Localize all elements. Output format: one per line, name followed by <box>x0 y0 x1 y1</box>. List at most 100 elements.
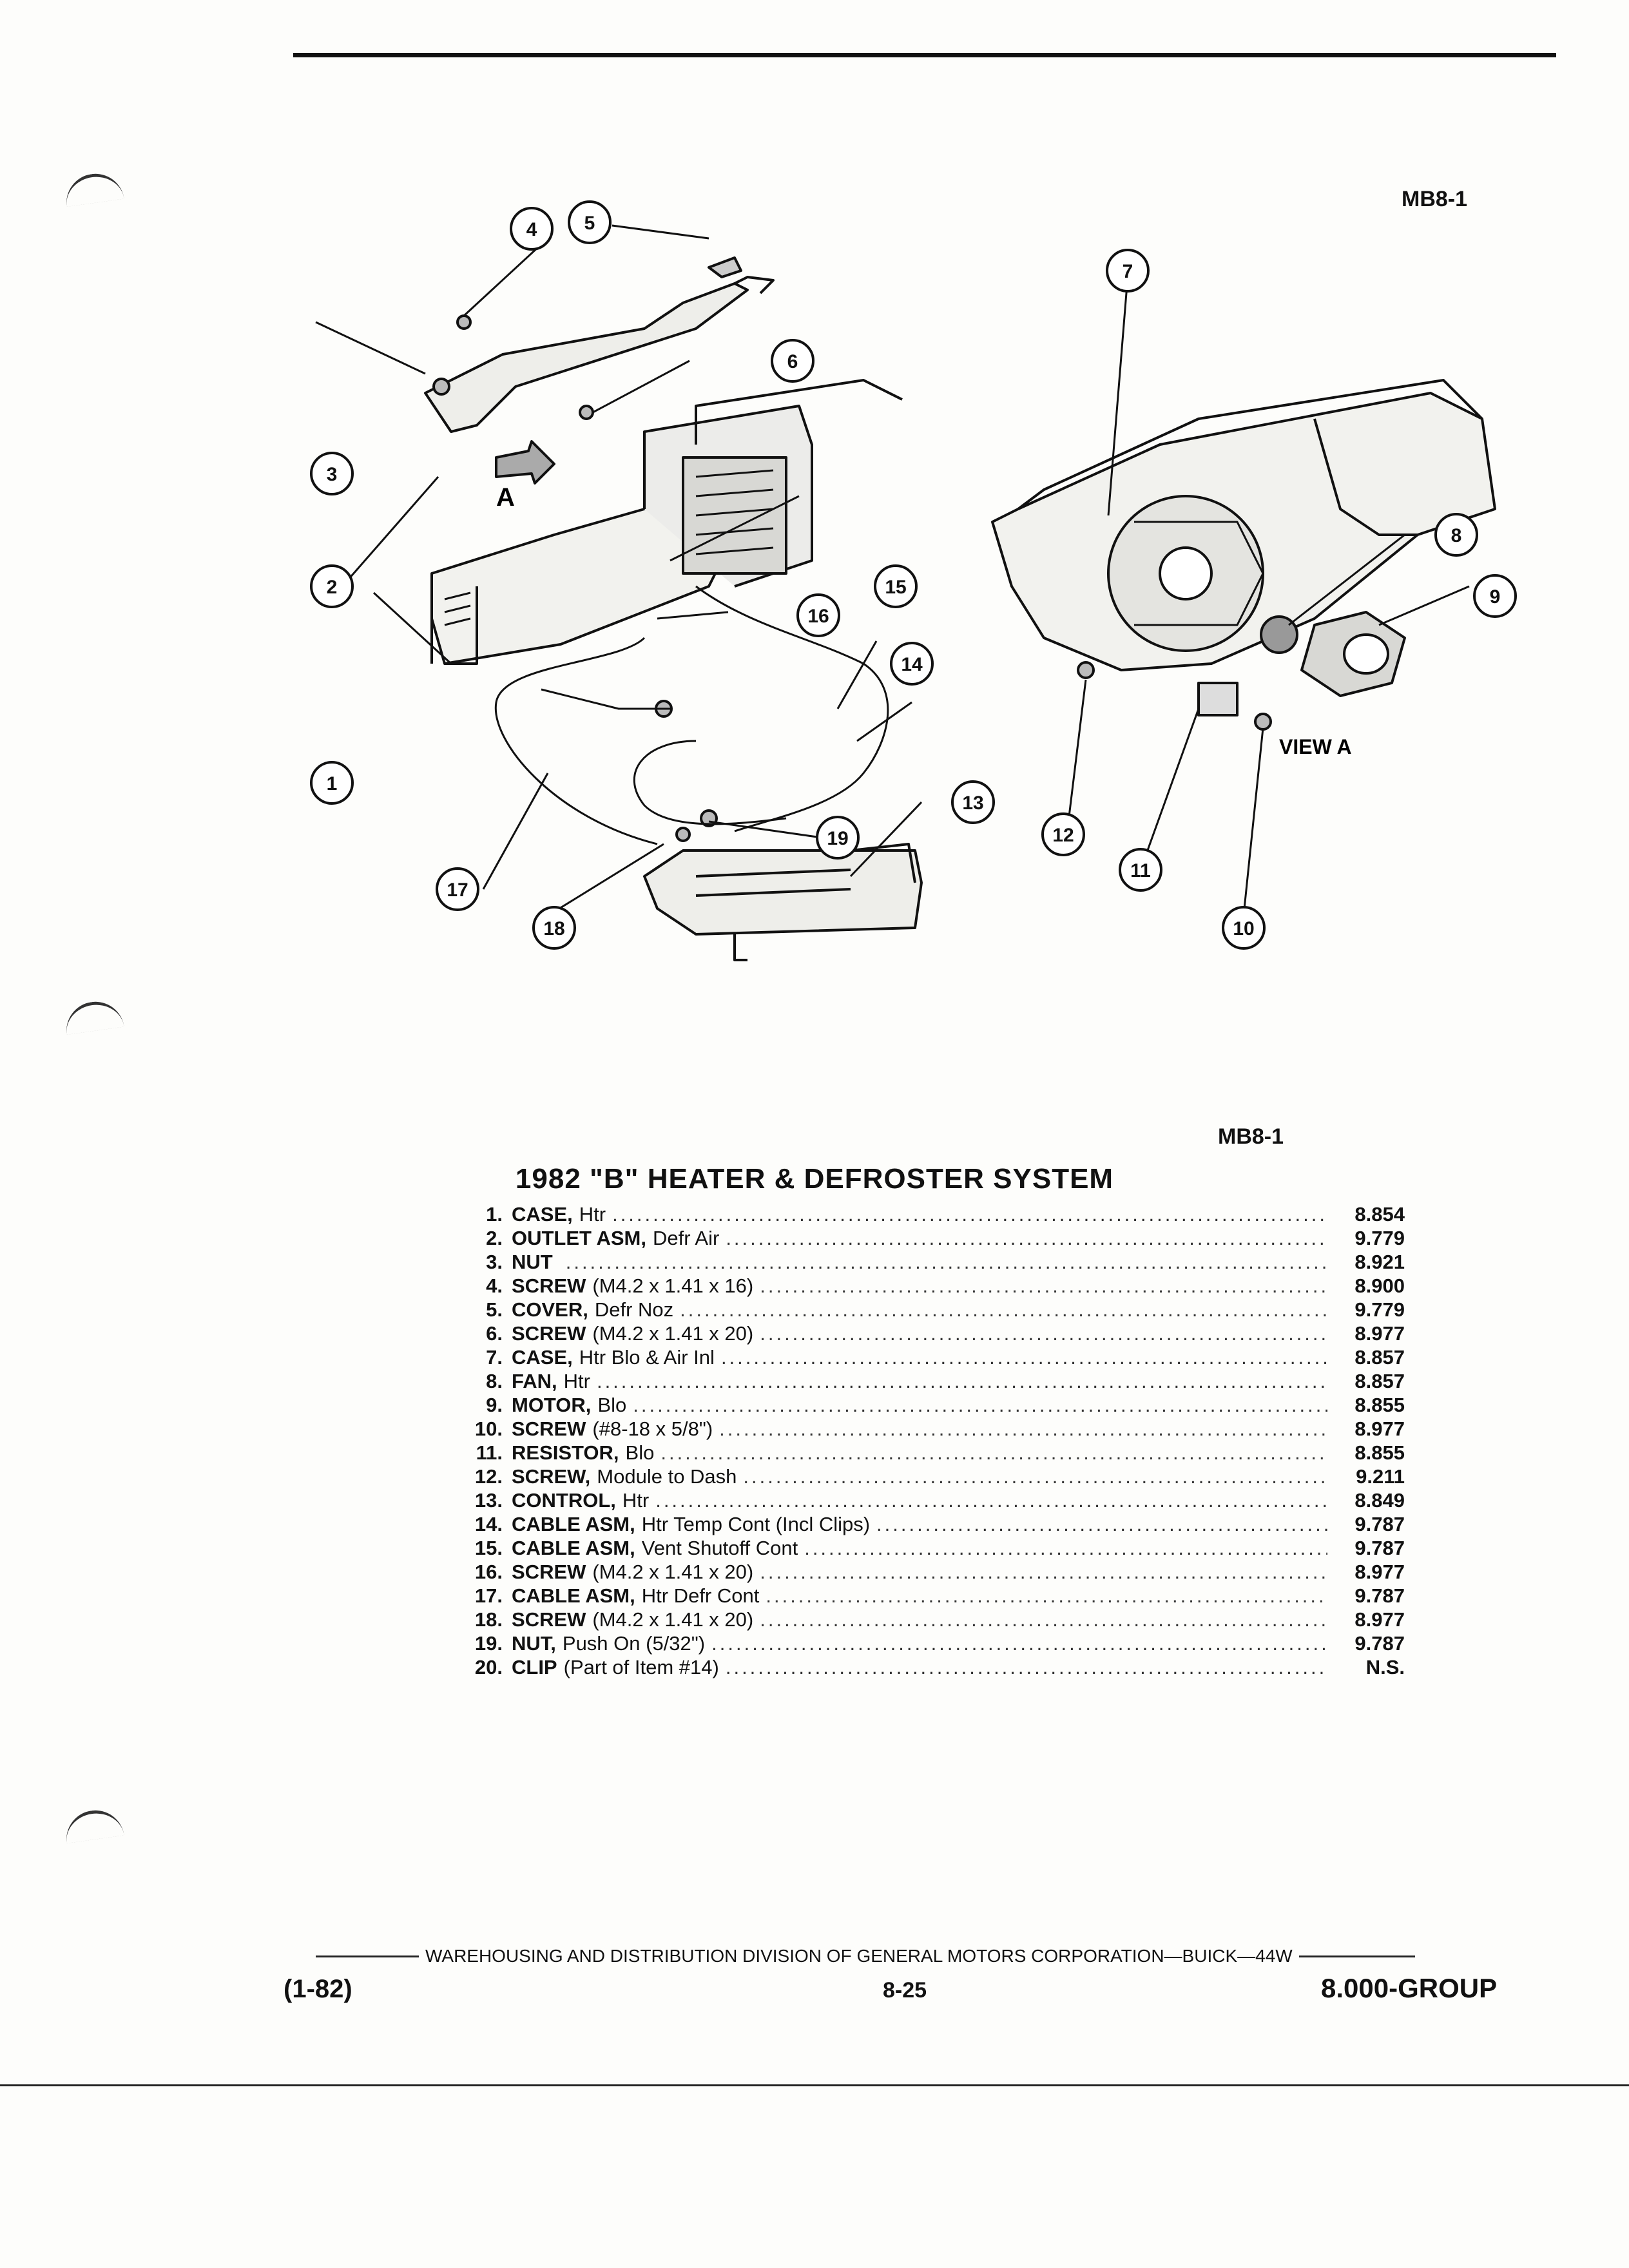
part-name: MOTOR, <box>512 1394 592 1416</box>
part-description: (#8-18 x 5/8") <box>592 1418 713 1440</box>
footer-line: WAREHOUSING AND DISTRIBUTION DIVISION OF… <box>316 1946 1527 1966</box>
part-name: COVER, <box>512 1298 588 1321</box>
exploded-diagram: 1 2 3 4 5 6 7 8 9 10 11 12 13 14 15 16 1… <box>310 200 1517 961</box>
part-name: SCREW <box>512 1608 586 1631</box>
part-name: NUT, <box>512 1632 556 1655</box>
part-number: 9. <box>486 1394 503 1416</box>
parts-row: 3.NUT8.921 <box>438 1251 1405 1274</box>
blower-resistor-drawing <box>1197 682 1239 716</box>
part-description: Htr Temp Cont (Incl Clips) <box>641 1513 871 1535</box>
part-number: 19. <box>474 1632 503 1655</box>
callout-19: 19 <box>827 828 848 849</box>
part-name: OUTLET ASM, <box>512 1227 646 1249</box>
part-code: 9.787 <box>1354 1513 1405 1535</box>
part-number: 18. <box>474 1608 503 1631</box>
part-code: 8.977 <box>1354 1322 1405 1345</box>
part-number: 15. <box>474 1537 503 1559</box>
parts-row: 16.SCREW(M4.2 x 1.41 x 20)8.977 <box>438 1561 1405 1584</box>
part-number: 14. <box>474 1513 503 1535</box>
parts-row: 11.RESISTOR,Blo8.855 <box>438 1441 1405 1465</box>
leader-dots <box>766 1584 1327 1608</box>
parts-row: 10.SCREW(#8-18 x 5/8")8.977 <box>438 1418 1405 1441</box>
control-cable-drawing <box>695 585 889 832</box>
part-name: CONTROL, <box>512 1489 616 1512</box>
leader-dots <box>760 1274 1327 1298</box>
part-name: CASE, <box>512 1203 573 1225</box>
leader-dots <box>660 1441 1327 1465</box>
part-code: 9.787 <box>1354 1584 1405 1607</box>
part-code: 8.855 <box>1354 1394 1405 1416</box>
part-name: SCREW, <box>512 1465 591 1488</box>
part-code: 9.787 <box>1354 1632 1405 1655</box>
part-code: 8.977 <box>1354 1561 1405 1583</box>
parts-row: 1. CASE, Htr 8.854 <box>438 1203 1405 1227</box>
part-number: 1. <box>486 1203 503 1225</box>
callout-13: 13 <box>962 793 983 814</box>
parts-row: 9.MOTOR,Blo8.855 <box>438 1394 1405 1418</box>
callout-1: 1 <box>327 773 338 794</box>
part-name: FAN, <box>512 1370 557 1392</box>
leader-dots <box>760 1322 1327 1345</box>
diagram-code-top: MB8-1 <box>1402 187 1468 211</box>
parts-row: 13. CONTROL, Htr 8.849 <box>438 1489 1405 1513</box>
part-number: 3. <box>486 1251 503 1273</box>
part-description: Htr <box>579 1203 606 1225</box>
part-code: 9.211 <box>1356 1465 1405 1488</box>
callout-8: 8 <box>1451 525 1462 546</box>
callout-4: 4 <box>526 219 537 240</box>
part-number: 13. <box>474 1489 503 1512</box>
part-code: 8.857 <box>1354 1346 1405 1369</box>
callout-10: 10 <box>1233 918 1254 939</box>
leader-dots <box>612 1203 1327 1226</box>
part-description: (Part of Item #14) <box>563 1656 719 1678</box>
part-number: 8. <box>486 1370 503 1392</box>
part-name: CASE, <box>512 1346 573 1369</box>
control-cable-drawing <box>494 637 658 845</box>
leader-dots <box>876 1513 1327 1536</box>
part-name: CABLE ASM, <box>512 1537 635 1559</box>
punch-hole-mark <box>63 1806 124 1844</box>
punch-hole-mark <box>63 997 124 1035</box>
part-code: 8.977 <box>1354 1608 1405 1631</box>
callout-18: 18 <box>543 918 564 939</box>
part-description: Htr Blo & Air Inl <box>579 1346 715 1369</box>
page-title: 1982 "B" HEATER & DEFROSTER SYSTEM <box>515 1163 1114 1195</box>
part-description: Htr <box>622 1489 650 1512</box>
bottom-rule <box>0 2084 1629 2086</box>
leader-dots <box>743 1465 1327 1488</box>
leader-dots <box>721 1346 1327 1369</box>
top-rule <box>293 53 1556 57</box>
leader-dots <box>726 1656 1327 1679</box>
part-name: CABLE ASM, <box>512 1584 635 1607</box>
part-code: 8.900 <box>1354 1274 1405 1297</box>
part-number: 7. <box>486 1346 503 1369</box>
parts-row: 17.CABLE ASM,Htr Defr Cont9.787 <box>438 1584 1405 1608</box>
punch-hole-mark <box>63 169 124 207</box>
parts-row: 7. CASE, Htr Blo & Air Inl 8.857 <box>438 1346 1405 1370</box>
part-name: RESISTOR, <box>512 1441 619 1464</box>
parts-row: 8.FAN,Htr8.857 <box>438 1370 1405 1394</box>
part-code: 9.779 <box>1354 1227 1405 1249</box>
parts-row: 6.SCREW(M4.2 x 1.41 x 20)8.977 <box>438 1322 1405 1346</box>
footer-dash <box>316 1955 419 1957</box>
part-description: Htr <box>563 1370 590 1392</box>
part-code: 8.849 <box>1354 1489 1405 1512</box>
diagram-code-mid: MB8-1 <box>1218 1124 1284 1149</box>
part-number: 11. <box>476 1441 503 1464</box>
parts-row: 2.OUTLET ASM,Defr Air9.779 <box>438 1227 1405 1251</box>
view-a-label: VIEW A <box>1279 735 1352 758</box>
parts-row: 18.SCREW(M4.2 x 1.41 x 20)8.977 <box>438 1608 1405 1632</box>
part-description: Module to Dash <box>597 1465 737 1488</box>
view-arrow-letter: A <box>496 483 515 512</box>
part-code: 8.854 <box>1354 1203 1405 1225</box>
leader-dots <box>680 1298 1327 1321</box>
leader-dots <box>597 1370 1327 1393</box>
leader-dots <box>760 1608 1327 1631</box>
part-code: 8.855 <box>1354 1441 1405 1464</box>
part-number: 4. <box>486 1274 503 1297</box>
part-name: NUT <box>512 1251 553 1273</box>
callout-7: 7 <box>1123 261 1133 282</box>
leader-dots <box>726 1227 1327 1250</box>
group-number: 8.000-GROUP <box>1321 1973 1498 2003</box>
parts-row: 20.CLIP(Part of Item #14)N.S. <box>438 1656 1405 1680</box>
